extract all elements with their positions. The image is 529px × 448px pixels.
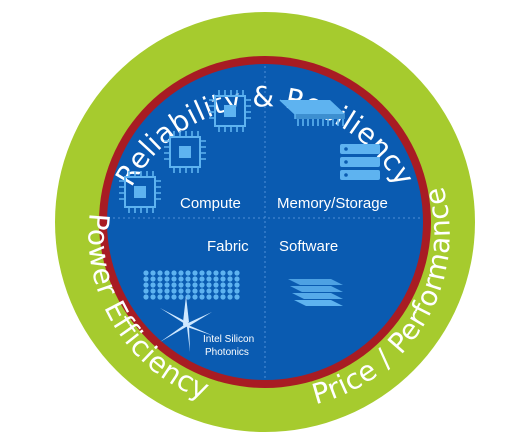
chip-icon <box>164 131 206 173</box>
fabric-mesh-icon <box>143 270 240 300</box>
software-layers-icon <box>288 279 343 306</box>
label-software: Software <box>279 238 338 255</box>
storage-stack-icon <box>340 144 380 180</box>
label-memory-storage: Memory/Storage <box>277 195 388 212</box>
chip-icon <box>209 90 251 132</box>
photonics-label-line1: Intel Silicon <box>203 334 254 345</box>
memory-module-icon <box>279 99 345 126</box>
label-fabric: Fabric <box>207 238 249 255</box>
photonics-label-line2: Photonics <box>205 347 249 358</box>
photonics-starburst-icon <box>160 296 214 352</box>
label-compute: Compute <box>180 195 241 212</box>
chip-icon <box>119 171 161 213</box>
